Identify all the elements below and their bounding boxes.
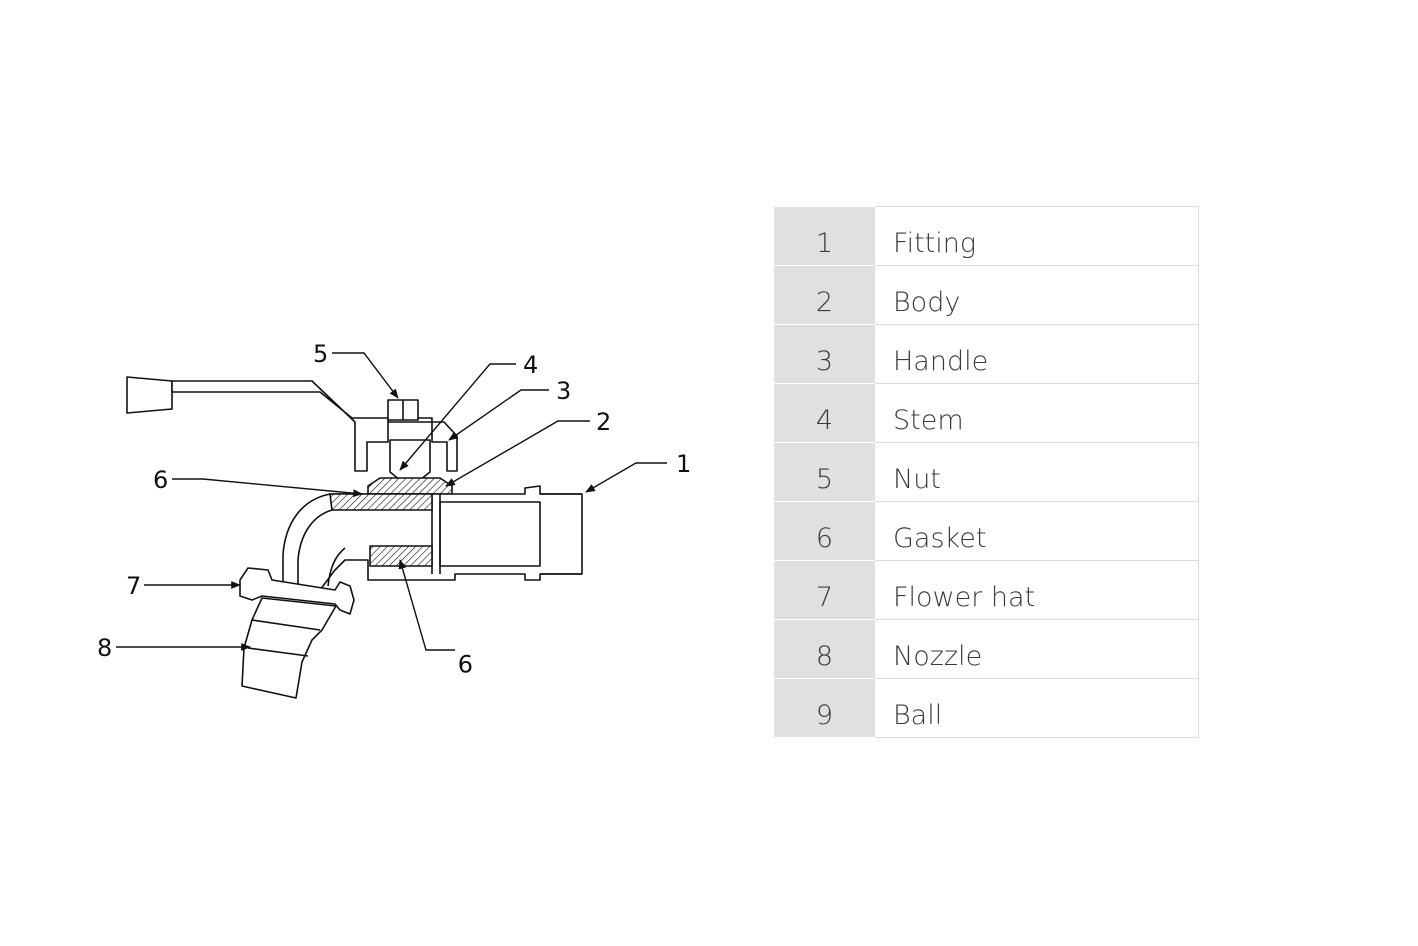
part-number: 4 (774, 383, 875, 443)
part-name: Fitting (875, 206, 1199, 266)
part-number: 9 (774, 678, 875, 738)
callout-leader-4 (399, 363, 516, 471)
ball-shape (369, 545, 433, 567)
part-name: Nozzle (875, 619, 1199, 679)
handle-lever (171, 380, 458, 472)
table-row: 2 Body (774, 265, 1199, 325)
flower-hat-shape (239, 567, 355, 615)
part-name: Stem (875, 383, 1199, 443)
part-name: Ball (875, 678, 1199, 738)
callout-4: 4 (523, 351, 538, 379)
callout-leader-3 (448, 389, 549, 441)
part-name: Handle (875, 324, 1199, 384)
callout-leader-1 (585, 462, 667, 493)
callout-leader-6 (172, 478, 363, 498)
part-number: 2 (774, 265, 875, 325)
part-number: 7 (774, 560, 875, 620)
part-number: 8 (774, 619, 875, 679)
nozzle-shape (241, 597, 337, 699)
callout-leader-5 (332, 352, 399, 399)
part-name: Gasket (875, 501, 1199, 561)
table-row: 4 Stem (774, 383, 1199, 443)
table-row: 6 Gasket (774, 501, 1199, 561)
callout-8: 8 (97, 634, 112, 662)
part-name: Body (875, 265, 1199, 325)
callout-3: 3 (556, 377, 571, 405)
callout-6: 6 (153, 466, 168, 494)
part-name: Flower hat (875, 560, 1199, 620)
table-row: 7 Flower hat (774, 560, 1199, 620)
callout-7: 7 (126, 572, 141, 600)
callout-leader-2 (445, 420, 590, 487)
callout-2: 2 (596, 408, 611, 436)
part-number: 1 (774, 206, 875, 266)
part-number: 5 (774, 442, 875, 502)
table-row: 5 Nut (774, 442, 1199, 502)
table-row: 3 Handle (774, 324, 1199, 384)
callout-5: 5 (313, 340, 328, 368)
part-name: Nut (875, 442, 1199, 502)
table-row: 8 Nozzle (774, 619, 1199, 679)
parts-table: 1 Fitting 2 Body 3 Handle 4 Stem 5 Nut 6… (774, 206, 1199, 738)
callout-9: 9 (458, 649, 473, 677)
table-row: 9 Ball (774, 678, 1199, 738)
callout-1: 1 (676, 450, 691, 478)
handle-grip (126, 376, 173, 414)
valve-cross-section-diagram: 1 2 3 4 5 6 7 8 9 (97, 340, 691, 699)
table-row: 1 Fitting (774, 206, 1199, 266)
spout-shape (282, 493, 346, 590)
part-number: 3 (774, 324, 875, 384)
callout-leader-9 (398, 559, 455, 651)
part-number: 6 (774, 501, 875, 561)
